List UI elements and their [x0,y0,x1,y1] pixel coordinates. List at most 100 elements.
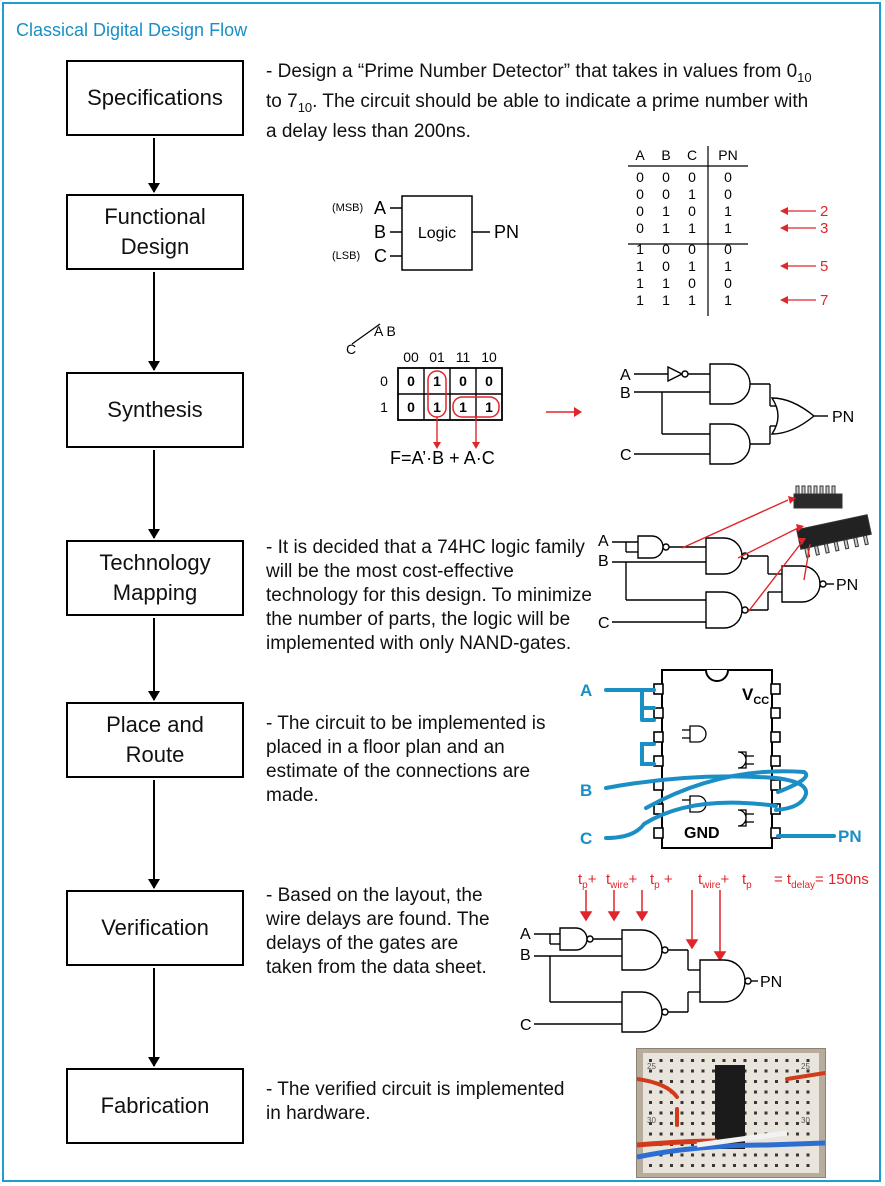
tt-cell: 0 [636,220,644,236]
kmap-row-var: C [346,341,356,357]
ic-chip-image [793,485,872,558]
step-verification: Verification [66,890,244,966]
spec-line: to 7 [266,90,298,112]
tt-cell: 1 [688,258,696,274]
spec-subscript: 10 [297,99,313,115]
breadboard-hole [733,1153,736,1157]
breadboard-hole [806,1111,810,1115]
breadboard-hole [796,1111,799,1115]
breadboard-hole [712,1132,715,1136]
breadboard-hole [775,1059,778,1062]
breadboard-hole [764,1069,768,1073]
tt-cell: 0 [724,241,732,257]
breadboard-hole [691,1153,694,1157]
breadboard-hole [775,1111,778,1115]
breadboard-hole [806,1059,810,1062]
breadboard-hole [712,1122,715,1125]
breadboard-illustration: 25 25 30 30 [637,1053,825,1173]
step-label: Verification [101,915,209,940]
tt-header: A [635,147,645,163]
breadboard-hole [659,1132,663,1136]
breadboard-hole [680,1164,684,1167]
breadboard-hole [796,1153,799,1157]
ic-pin [653,755,664,767]
schematic-input: B [620,385,631,402]
verification-schematic: A B C PN [520,890,782,1034]
delay-equation: tp+twire+tp +twire+tp= tdelay= 150ns [578,871,869,891]
tt-cell: 1 [636,292,644,308]
tt-cell: 1 [636,258,644,274]
breadboard-hole [670,1101,673,1104]
logic-block-label: Logic [418,225,456,242]
breadboard-hole [785,1080,789,1083]
breadboard-hole [743,1153,747,1157]
tt-cell: 1 [662,220,670,236]
input-note: (LSB) [332,250,360,262]
ic-pin [770,779,781,791]
breadboard-hole [806,1080,810,1083]
delay-term: twire+ [606,871,638,891]
schematic-input: C [620,447,632,464]
tt-cell: 0 [662,169,670,185]
breadboard-hole [712,1090,715,1094]
breadboard-hole [796,1164,799,1167]
breadboard-hole [701,1080,705,1083]
step-label: Fabrication [100,1093,210,1118]
step-functional-design: Functional Design [66,194,244,270]
tt-cell: 1 [662,203,670,219]
breadboard-hole [701,1090,705,1094]
route-input: A [580,681,592,700]
breadboard-hole [712,1069,715,1073]
breadboard-hole [796,1080,799,1083]
diagram-title: Classical Digital Design Flow [16,20,248,40]
breadboard-hole [764,1090,768,1094]
breadboard-hole [764,1059,768,1062]
breadboard-hole [691,1069,694,1073]
spec-subscript: 10 [797,69,812,85]
tt-header: B [661,147,670,163]
kmap-col-header: 10 [481,349,497,365]
breadboard-hole [680,1101,684,1104]
step-synthesis: Synthesis [66,372,244,448]
schematic-input: C [598,615,610,632]
breadboard-hole [796,1101,799,1104]
breadboard-hole [670,1153,673,1157]
breadboard-hole [659,1101,663,1104]
tt-cell: 0 [662,258,670,274]
breadboard-hole [754,1111,757,1115]
breadboard-hole [691,1090,694,1094]
breadboard-hole [764,1111,768,1115]
output-label: PN [494,222,519,242]
spec-line: a delay less than 200ns. [266,120,471,142]
breadboard-label: 30 [801,1116,810,1125]
fabrication-description: - The verified circuit is implemented in… [266,1079,565,1124]
breadboard-hole [733,1164,736,1167]
kmap-cell: 1 [459,399,467,415]
prime-marker: 3 [780,220,828,237]
step-label: Synthesis [107,397,203,422]
prime-marker-label: 2 [820,203,828,220]
ic-pin [770,731,781,743]
place-route-description: - The circuit to be implemented is place… [266,713,546,806]
breadboard-hole [754,1122,757,1125]
breadboard-hole [712,1153,715,1157]
breadboard-hole [691,1143,694,1146]
tt-cell: 0 [724,169,732,185]
kmap-row-header: 1 [380,399,388,415]
breadboard-hole [701,1164,705,1167]
breadboard-hole [775,1069,778,1073]
breadboard-hole [670,1059,673,1062]
breadboard-hole [701,1069,705,1073]
breadboard-hole [701,1101,705,1104]
breadboard-hole [764,1164,768,1167]
kmap-cell: 0 [485,373,493,389]
techmap-schematic: A B C PN [598,485,872,632]
breadboard-hole [712,1164,715,1167]
breadboard-hole [701,1111,705,1115]
breadboard-hole [775,1101,778,1104]
tt-cell: 1 [636,275,644,291]
breadboard-hole [680,1153,684,1157]
